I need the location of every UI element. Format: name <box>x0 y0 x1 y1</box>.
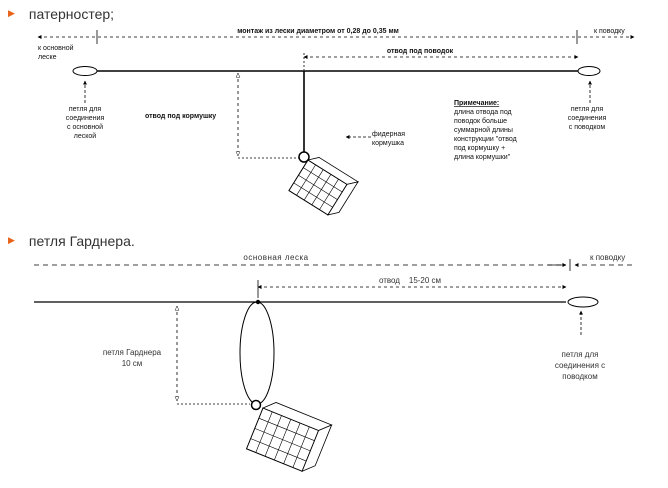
feeder-swivel <box>298 151 310 163</box>
top-span-label: монтаж из лески диаметром от 0,28 до 0,3… <box>237 28 399 35</box>
to-main-line-label: к основной <box>38 44 74 52</box>
label-bg <box>205 25 430 35</box>
gardner-loop-shape <box>239 301 275 405</box>
to-main-line-label: леске <box>38 54 57 61</box>
note-line: конструкции "отвод <box>454 136 517 143</box>
feeder-label: фидерная <box>372 131 405 138</box>
to-leader-label: к поводку <box>594 28 625 35</box>
note-line: длина отвода под <box>454 109 512 116</box>
note-line: поводок больше <box>454 117 507 125</box>
heading-gardner-text: петля Гарднера. <box>28 233 135 249</box>
bullet-icon: ▶ <box>8 7 15 18</box>
left-loop-label: с основной <box>67 123 103 131</box>
note-line: суммарной длины <box>454 126 513 134</box>
note-line: под кормушку + <box>454 145 505 152</box>
leader-loop-label: поводком <box>562 372 597 381</box>
heading-paternoster: ▶ патерностер; <box>8 6 114 22</box>
gardner-loop-label: петля Гарднера <box>103 348 162 357</box>
feeder-swivel <box>250 399 262 411</box>
leader-loop-label: соединения с <box>555 361 605 370</box>
right-loop-label: с поводком <box>569 124 606 131</box>
left-loop-label: петля для <box>69 106 101 113</box>
gardner-loop-label: 10 см <box>122 359 143 368</box>
bullet-icon: ▶ <box>8 234 15 245</box>
gardner-diagram: основная леска к поводку отвод 15-20 см … <box>34 252 632 473</box>
left-loop-label: леской <box>74 132 97 140</box>
heading-gardner: ▶ петля Гарднера. <box>8 233 135 249</box>
feeder-icon <box>245 402 333 473</box>
to-leader-label: к поводку <box>590 253 625 262</box>
leader-branch-label: отвод под поводок <box>387 48 454 55</box>
leader-loop-label: петля для <box>562 350 599 359</box>
note-title: Примечание: <box>454 100 499 107</box>
branch-label: отвод 15-20 см <box>379 276 441 285</box>
feeder-branch-label: отвод под кормушку <box>145 113 216 120</box>
right-loop-label: соединения <box>568 115 607 122</box>
feeder-label: кормушка <box>372 140 404 147</box>
label-bg <box>360 276 460 285</box>
paternoster-diagram: монтаж из лески диаметром от 0,28 до 0,3… <box>37 25 635 216</box>
note-line: длина кормушки" <box>454 154 511 161</box>
loop-icon <box>577 66 601 76</box>
right-loop-label: петля для <box>571 106 603 113</box>
loop-icon <box>567 296 599 308</box>
main-line-label: основная леска <box>243 253 308 262</box>
loop-icon <box>72 66 98 76</box>
heading-paternoster-text: патерностер; <box>28 6 115 22</box>
label-bg <box>236 252 316 262</box>
left-loop-label: соединения <box>66 115 105 122</box>
feeder-icon <box>288 157 360 216</box>
